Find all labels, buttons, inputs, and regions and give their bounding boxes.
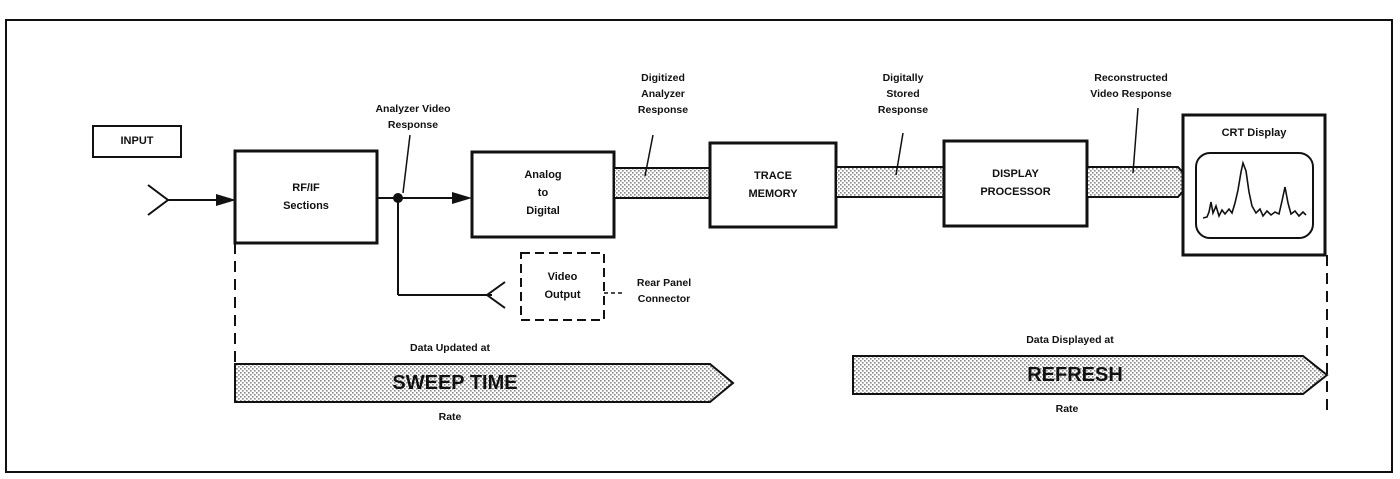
- input-box: [92, 125, 182, 158]
- reconstructed-pointer: [1132, 107, 1139, 174]
- trace-memory-block: [708, 141, 838, 229]
- sweep-bottom-label: Rate: [438, 411, 462, 423]
- digitally-stored-response-label: Digitally Stored Response: [877, 72, 929, 116]
- video-output-label: Video Output: [544, 271, 581, 301]
- crt-display-label: CRT Display: [1221, 127, 1287, 139]
- analyzer-video-response-label: Analyzer Video Response: [375, 103, 451, 131]
- rf-if-block-label: RF/IF Sections: [283, 182, 329, 212]
- crt-screen: [1195, 152, 1314, 239]
- refresh-label: REFRESH: [1027, 364, 1123, 386]
- sweep-time-label: SWEEP TIME: [392, 372, 518, 394]
- digitized-analyzer-response-label: Digitized Analyzer Response: [637, 72, 689, 116]
- rf-if-block: [233, 149, 379, 245]
- trace-memory-label: TRACE MEMORY: [748, 170, 798, 200]
- reconstructed-video-response-label: Reconstructed Video Response: [1090, 72, 1172, 100]
- refresh-top-label: Data Displayed at: [1026, 334, 1114, 346]
- outer-frame: [5, 19, 1393, 473]
- video-output-connector-icon: [485, 281, 506, 309]
- input-connector-icon: [147, 184, 170, 216]
- analyzer-response-pointer: [402, 134, 411, 194]
- sweep-time-arrow: [234, 363, 735, 403]
- rear-panel-connector-label: Rear Panel Connector: [636, 277, 692, 305]
- input-label: INPUT: [120, 135, 154, 147]
- adc-block-label: Analog to Digital: [524, 169, 562, 217]
- input-arrowhead: [216, 194, 236, 206]
- stored-pointer: [895, 132, 904, 176]
- refresh-arrow: [852, 355, 1329, 395]
- crt-trace: [1202, 160, 1307, 219]
- sweep-top-label: Data Updated at: [410, 342, 490, 354]
- adc-arrowhead: [452, 192, 472, 204]
- display-processor-label: DISPLAY PROCESSOR: [980, 168, 1051, 198]
- bus-arrow-processor-to-crt: [1086, 166, 1193, 198]
- video-output-box: [520, 252, 605, 321]
- refresh-bottom-label: Rate: [1055, 403, 1079, 415]
- digitized-pointer: [644, 134, 654, 177]
